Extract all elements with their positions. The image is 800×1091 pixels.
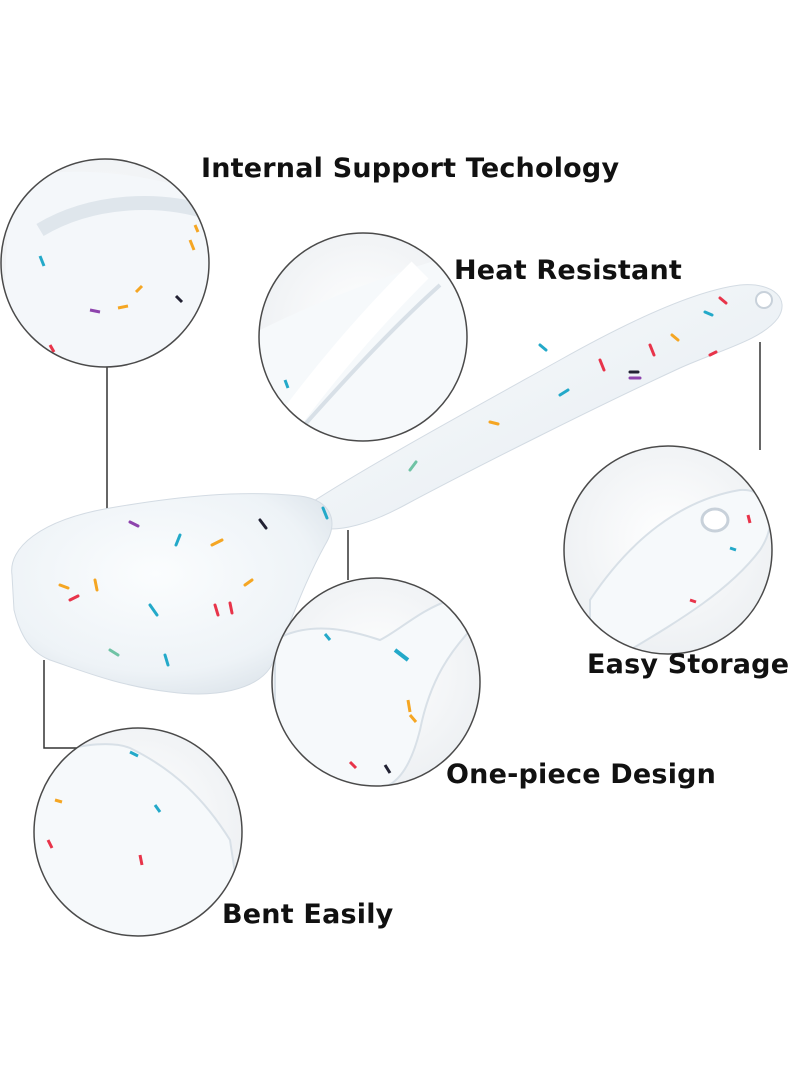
- detail-circle-heat-resistant: [258, 232, 468, 442]
- hang-hole-icon: [755, 291, 773, 309]
- spatula-main: [11, 284, 783, 695]
- hang-hole-detail-icon: [700, 507, 730, 533]
- detail-circle-one-piece: [271, 577, 481, 787]
- label-internal-support: Internal Support Techology: [201, 153, 620, 184]
- detail-circle-internal-support: [0, 158, 210, 368]
- spatula-handle: [299, 284, 783, 530]
- label-one-piece-design: One-piece Design: [446, 759, 717, 790]
- label-easy-storage: Easy Storage: [587, 649, 790, 680]
- spatula-head: [11, 493, 333, 695]
- detail-circle-easy-storage: [563, 445, 773, 655]
- label-heat-resistant: Heat Resistant: [454, 255, 682, 286]
- detail-circle-bent-easily: [33, 727, 243, 937]
- speckles: [58, 296, 728, 667]
- label-bent-easily: Bent Easily: [222, 899, 394, 930]
